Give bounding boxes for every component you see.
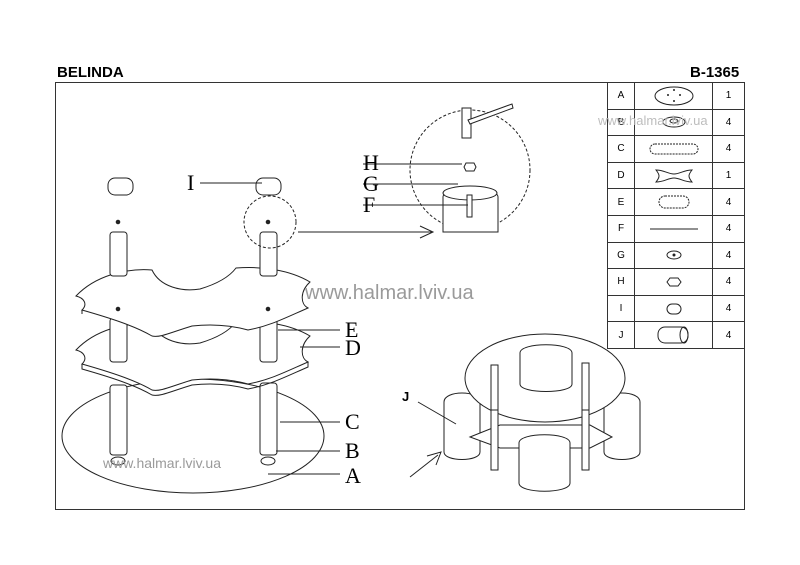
threaded-rod-icon	[634, 214, 713, 243]
part-quantity: 4	[712, 108, 745, 137]
part-quantity: 4	[712, 268, 745, 296]
part-quantity: 4	[712, 321, 745, 349]
part-letter: F	[607, 214, 635, 243]
end-cap	[107, 177, 134, 196]
washer-icon	[634, 241, 713, 270]
foot-disc-icon	[634, 108, 713, 137]
part-quantity: 4	[712, 214, 745, 243]
stool-pouf-icon	[634, 321, 713, 349]
part-quantity: 4	[712, 188, 745, 216]
leg-tube	[259, 231, 278, 277]
part-quantity: 4	[712, 294, 745, 323]
part-quantity: 4	[712, 135, 745, 163]
part-letter: I	[607, 294, 635, 323]
leg-tube	[259, 382, 278, 456]
callout-d: D	[345, 335, 361, 360]
part-letter: H	[607, 268, 635, 296]
callout-a: A	[345, 463, 361, 488]
lower-shelf	[75, 321, 311, 391]
part-letter: A	[607, 82, 635, 110]
upper-shelf	[75, 267, 311, 337]
part-quantity: 4	[712, 241, 745, 270]
short-tube-icon	[634, 188, 713, 216]
leg-tube	[109, 384, 128, 456]
watermark-table: www.halmar.lviv.ua	[598, 113, 708, 128]
callout-b: B	[345, 438, 360, 463]
part-letter: D	[607, 161, 635, 190]
callout-g: G	[363, 171, 379, 196]
part-quantity: 1	[712, 161, 745, 190]
foot-disc	[260, 456, 276, 466]
callout-c: C	[345, 409, 360, 434]
nut-icon	[634, 268, 713, 296]
part-letter: G	[607, 241, 635, 270]
watermark-center: www.halmar.lviv.ua	[305, 282, 474, 304]
end-cap	[255, 177, 282, 196]
watermark-bottom: www.halmar.lviv.ua	[103, 455, 222, 471]
base-glass-top	[61, 378, 325, 494]
part-letter: C	[607, 135, 635, 163]
tube-leg-icon	[634, 135, 713, 163]
part-letter: J	[607, 321, 635, 349]
pouf-stool	[519, 344, 573, 392]
leg-tube	[109, 317, 128, 363]
round-glass-top-icon	[634, 82, 713, 110]
foot-disc	[110, 456, 126, 466]
part-quantity: 1	[712, 82, 745, 110]
model-name: BELINDA	[57, 64, 124, 81]
pouf-stool	[443, 392, 481, 460]
end-cap-icon	[634, 294, 713, 323]
callout-h: H	[363, 150, 379, 175]
part-letter: E	[607, 188, 635, 216]
shaped-shelf-icon	[634, 161, 713, 190]
callout-f: F	[363, 192, 376, 217]
leg-tube	[109, 231, 128, 277]
callout-e: E	[345, 317, 359, 342]
model-code: B-1365	[690, 64, 740, 81]
callout-i: I	[187, 170, 195, 195]
pouf-stool	[518, 434, 571, 492]
callout-j: J	[402, 389, 410, 404]
